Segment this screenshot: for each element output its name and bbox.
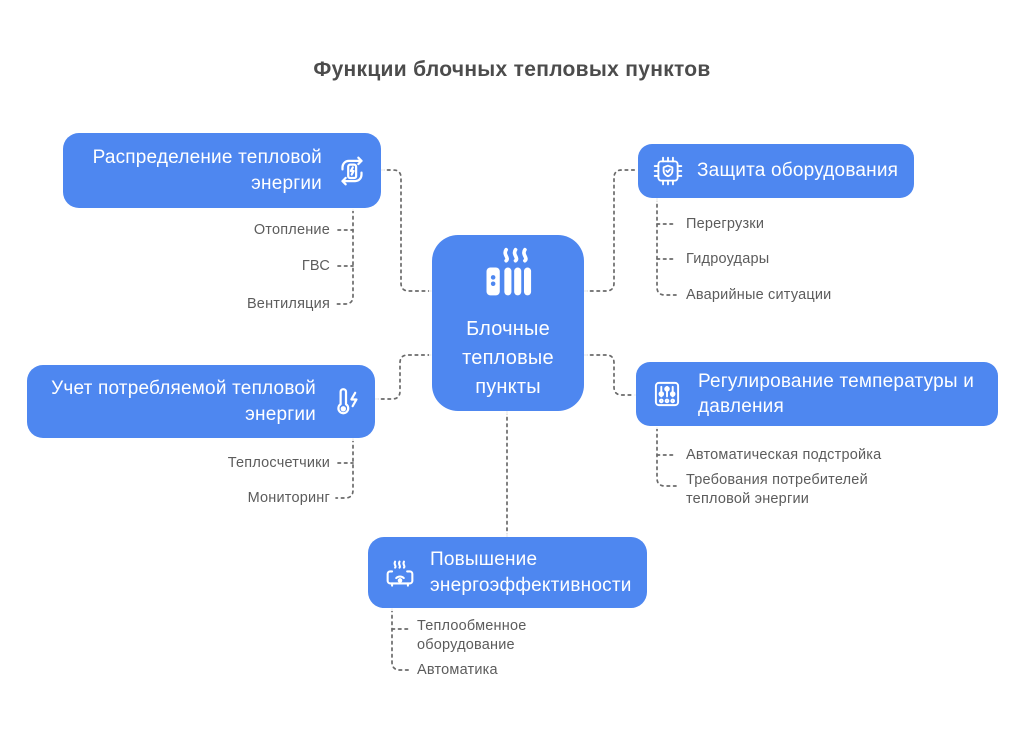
chip-shield-icon xyxy=(653,156,683,186)
node-protection: Защита оборудования xyxy=(638,144,914,198)
page-title: Функции блочных тепловых пунктов xyxy=(313,58,711,81)
node-central-heat-points: Блочные тепловые пункты xyxy=(432,235,584,411)
node-label: Распределение тепловой энергии xyxy=(92,147,322,194)
child-metering-1: Теплосчетчики xyxy=(227,455,330,471)
connector-metering-center xyxy=(374,354,432,400)
bracket-distribution xyxy=(335,209,354,305)
node-distribution: Распределение тепловой энергии xyxy=(63,133,381,208)
child-protection-3: Аварийные ситуации xyxy=(686,287,832,303)
bracket-protection xyxy=(656,197,677,296)
node-label: Учет потребляемой тепловой энергии xyxy=(51,378,316,425)
bracket-efficiency xyxy=(391,608,410,671)
sliders-icon xyxy=(654,381,680,407)
heater-steam-icon xyxy=(386,560,414,587)
radiator-steam-icon xyxy=(486,247,532,296)
child-distribution-2: ГВС xyxy=(301,258,330,274)
child-protection-1: Перегрузки xyxy=(686,216,765,232)
node-metering: Учет потребляемой тепловой энергии xyxy=(27,365,375,438)
node-label: Защита оборудования xyxy=(697,160,899,182)
node-regulation: Регулирование температуры и давления xyxy=(636,362,998,426)
child-distribution-1: Отопление xyxy=(253,222,330,238)
child-efficiency-1: Теплообменное оборудование xyxy=(417,618,527,653)
connector-center-protection xyxy=(583,169,638,292)
connector-center-regulation xyxy=(583,354,636,396)
child-regulation-1: Автоматическая подстройка xyxy=(686,447,882,463)
child-efficiency-2: Автоматика xyxy=(417,662,498,678)
thermometer-bolt-icon xyxy=(337,387,358,414)
node-label: Регулирование температуры и давления xyxy=(698,370,975,417)
node-efficiency: Повышение энергоэффективности xyxy=(368,537,647,608)
child-protection-2: Гидроудары xyxy=(686,251,770,267)
child-distribution-3: Вентиляция xyxy=(246,296,330,312)
node-label: Повышение энергоэффективности xyxy=(430,549,632,596)
bracket-regulation xyxy=(656,427,677,487)
child-metering-2: Мониторинг xyxy=(247,490,330,506)
bracket-metering xyxy=(335,438,354,499)
node-label: Блочные тепловые пункты xyxy=(462,318,554,398)
connector-distribution-center xyxy=(380,169,432,292)
child-regulation-2: Требования потребителей тепловой энергии xyxy=(686,472,868,507)
energy-cycle-icon xyxy=(341,156,363,185)
